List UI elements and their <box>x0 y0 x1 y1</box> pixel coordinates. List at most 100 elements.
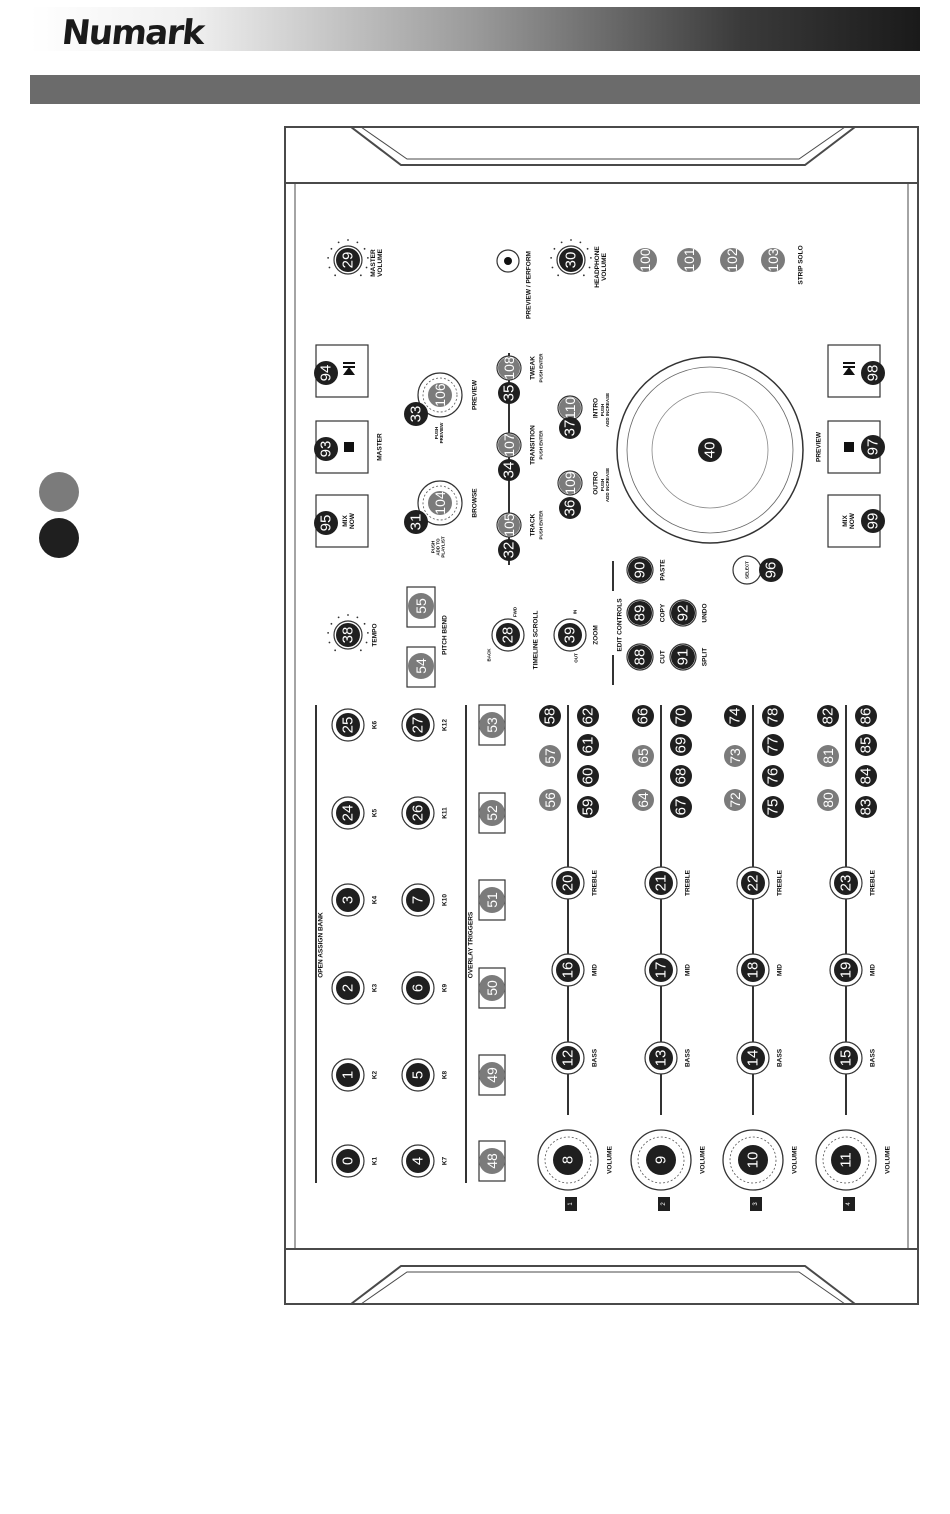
svg-text:7: 7 <box>410 896 427 904</box>
svg-text:ADD INCREASE: ADD INCREASE <box>605 468 610 502</box>
svg-text:SPLIT: SPLIT <box>702 648 709 666</box>
svg-text:74: 74 <box>727 708 744 725</box>
callout-assign-bottom-5: 26 <box>406 801 430 825</box>
svg-text:38: 38 <box>340 627 357 644</box>
svg-text:TRANSITION: TRANSITION <box>530 425 537 465</box>
callout-channel-1-volume: 8 <box>553 1145 583 1175</box>
svg-text:29: 29 <box>340 252 357 269</box>
callout-strip-1-black-c: 61 <box>577 734 599 756</box>
svg-text:16: 16 <box>560 962 577 979</box>
svg-text:OUT: OUT <box>574 653 579 663</box>
svg-text:91: 91 <box>675 649 692 666</box>
svg-text:26: 26 <box>410 805 427 822</box>
callout-assign-top-1: 0 <box>336 1149 360 1173</box>
label-k1: K1 <box>372 1156 379 1165</box>
callout-strip-2-black-e: 67 <box>670 796 692 818</box>
svg-text:BASS: BASS <box>685 1048 692 1067</box>
svg-text:VOLUME: VOLUME <box>601 252 608 280</box>
svg-text:MIX: MIX <box>842 515 849 527</box>
callout-assign-bottom-6: 27 <box>406 713 430 737</box>
svg-text:K4: K4 <box>372 895 379 904</box>
callout-strip-2-black-c: 69 <box>670 734 692 756</box>
callout-assign-bottom-2: 5 <box>406 1063 430 1087</box>
svg-text:33: 33 <box>408 406 425 423</box>
panel-outline <box>284 126 919 1305</box>
callout-channel-1-mid: 16 <box>556 958 580 982</box>
callout-stop-left: 93 <box>314 437 338 461</box>
callout-channel-4-treble: 23 <box>834 871 858 895</box>
label-edit-controls: EDIT CONTROLS <box>617 598 624 652</box>
label-tweak-push-enter: PUSH ENTER <box>539 353 544 383</box>
svg-text:VOLUME: VOLUME <box>377 248 384 276</box>
svg-text:VOLUME: VOLUME <box>885 1145 892 1173</box>
svg-text:K2: K2 <box>372 1070 379 1079</box>
svg-text:88: 88 <box>632 649 649 666</box>
svg-text:MID: MID <box>777 964 784 976</box>
callout-strip-3-black-b: 78 <box>762 705 784 727</box>
svg-text:57: 57 <box>542 748 558 764</box>
svg-text:97: 97 <box>865 439 882 456</box>
callout-overlay-5: 52 <box>479 800 505 826</box>
svg-text:BASS: BASS <box>592 1048 599 1067</box>
callout-headphone-volume: 30 <box>559 248 583 272</box>
label-paste: PASTE <box>660 559 667 581</box>
svg-text:BASS: BASS <box>870 1048 877 1067</box>
svg-text:10: 10 <box>745 1152 762 1169</box>
svg-text:MASTER: MASTER <box>377 433 384 461</box>
label-channel-1-volume: VOLUME <box>607 1145 614 1173</box>
svg-text:15: 15 <box>838 1050 855 1067</box>
svg-text:K9: K9 <box>442 983 449 992</box>
svg-text:HEADPHONE: HEADPHONE <box>594 246 601 288</box>
callout-channel-2-bass: 13 <box>649 1046 673 1070</box>
svg-text:23: 23 <box>838 875 855 892</box>
callout-strip-3-black-d: 76 <box>762 765 784 787</box>
svg-text:NOW: NOW <box>349 512 356 529</box>
svg-text:72: 72 <box>727 792 743 808</box>
svg-text:25: 25 <box>340 717 357 734</box>
callout-strip-1-black-d: 60 <box>577 765 599 787</box>
callout-channel-1-treble: 20 <box>556 871 580 895</box>
callout-strip-3-grey-b: 72 <box>724 789 746 811</box>
svg-text:PUSH: PUSH <box>600 404 605 417</box>
label-cut: CUT <box>660 650 667 663</box>
svg-text:19: 19 <box>838 962 855 979</box>
numark-logo: Numark <box>59 13 206 53</box>
label-back: BACK <box>487 648 492 662</box>
svg-text:70: 70 <box>673 708 690 725</box>
callout-assign-top-3: 2 <box>336 976 360 1000</box>
callout-play-pause-left: 94 <box>314 361 338 385</box>
callout-track-black: 32 <box>498 539 520 561</box>
label-channel-4-mid: MID <box>870 964 877 976</box>
callout-strip-4-black-d: 84 <box>855 765 877 787</box>
legend-grey-dot <box>39 472 79 512</box>
svg-text:TRACK: TRACK <box>530 513 537 536</box>
label-k8: K8 <box>442 1070 449 1079</box>
channel-2-number-tab <box>658 1197 670 1211</box>
svg-text:5: 5 <box>410 1071 427 1079</box>
headphone-volume-scale <box>550 239 592 277</box>
svg-text:ADD TO: ADD TO <box>436 538 441 556</box>
callout-assign-top-5: 24 <box>336 801 360 825</box>
svg-text:PUSH ENTER: PUSH ENTER <box>539 353 544 383</box>
callout-overlay-2: 49 <box>479 1062 505 1088</box>
svg-text:40: 40 <box>702 442 719 459</box>
label-preview: PREVIEW <box>472 379 479 410</box>
svg-text:K7: K7 <box>442 1156 449 1165</box>
label-k12: K12 <box>442 719 449 731</box>
play-pause-icon-right <box>843 362 855 375</box>
svg-text:INTRO: INTRO <box>593 398 600 418</box>
callout-strip-4-black-b: 86 <box>855 705 877 727</box>
callout-strip-solo-2: 101 <box>677 248 701 272</box>
callout-channel-2-mid: 17 <box>649 958 673 982</box>
callout-assign-bottom-1: 4 <box>406 1149 430 1173</box>
label-track: TRACK <box>530 513 537 536</box>
svg-text:K12: K12 <box>442 719 449 731</box>
svg-text:103: 103 <box>765 248 781 272</box>
callout-strip-2-black-b: 70 <box>670 705 692 727</box>
label-channel-1-treble: TREBLE <box>592 869 599 896</box>
svg-text:105: 105 <box>501 513 517 537</box>
callout-strip-4-black-e: 83 <box>855 796 877 818</box>
callout-intro-grey: 110 <box>559 397 581 419</box>
